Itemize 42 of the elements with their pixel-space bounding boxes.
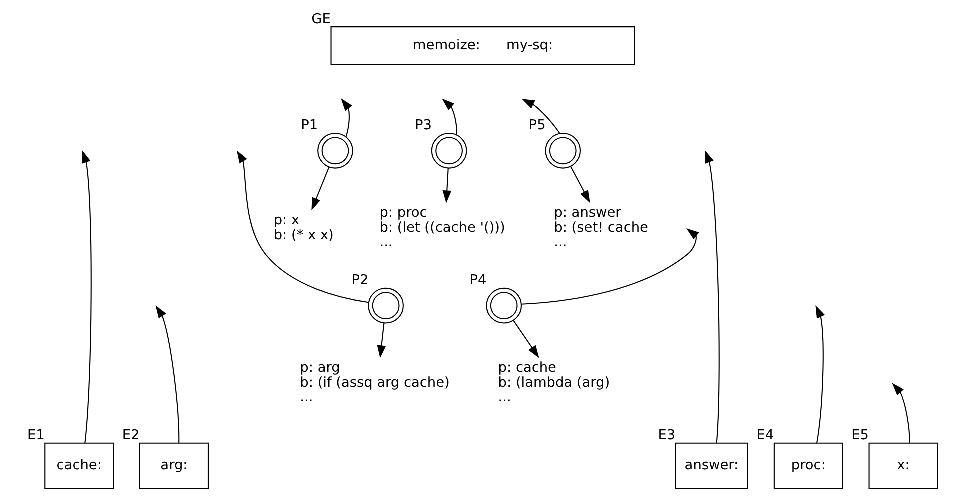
node-text: p: cache b: (lambda (arg) ... xyxy=(498,360,610,406)
node-text: p: proc b: (let ((cache '())) ... xyxy=(379,205,505,251)
node-text: p: answer b: (set! cache ... xyxy=(554,205,648,251)
arrow xyxy=(311,167,330,211)
node-label: E1 xyxy=(26,428,44,444)
node-label: P5 xyxy=(528,118,546,134)
arrow xyxy=(704,150,720,444)
node-label: E3 xyxy=(658,428,676,444)
arrow xyxy=(512,320,539,358)
node-box: x: xyxy=(868,442,938,490)
node-label: E4 xyxy=(756,428,774,444)
node-text: p: arg b: (if (assq arg cache) ... xyxy=(300,360,450,406)
node-box: cache: xyxy=(44,442,114,490)
arrow xyxy=(815,305,825,444)
node-box: proc: xyxy=(773,442,843,490)
arrow xyxy=(521,99,560,134)
arrow xyxy=(521,228,699,305)
node-circle xyxy=(368,288,404,324)
node-circle xyxy=(544,132,581,169)
arrow xyxy=(570,166,590,204)
arrow xyxy=(892,383,910,444)
node-label: P3 xyxy=(414,118,432,134)
arrow xyxy=(155,306,180,444)
arrow xyxy=(376,323,386,358)
node-label: GE xyxy=(311,11,330,28)
arrow xyxy=(236,150,368,304)
node-circle xyxy=(430,132,467,169)
arrow xyxy=(442,168,452,204)
node-label: P4 xyxy=(469,272,486,289)
arrow xyxy=(442,98,457,136)
arrow xyxy=(82,150,92,444)
node-label: E2 xyxy=(122,428,140,444)
node-box: arg: xyxy=(138,442,209,490)
node-circle xyxy=(317,132,353,169)
arrow xyxy=(340,98,352,138)
node-label: P2 xyxy=(351,272,368,289)
node-label: E5 xyxy=(851,428,869,444)
node-label: P1 xyxy=(300,118,318,134)
node-text: p: x b: (* x x) xyxy=(273,212,334,244)
node-box: answer: xyxy=(674,442,748,490)
node-circle xyxy=(486,288,522,324)
node-box: memoize: my-sq: xyxy=(330,26,635,66)
